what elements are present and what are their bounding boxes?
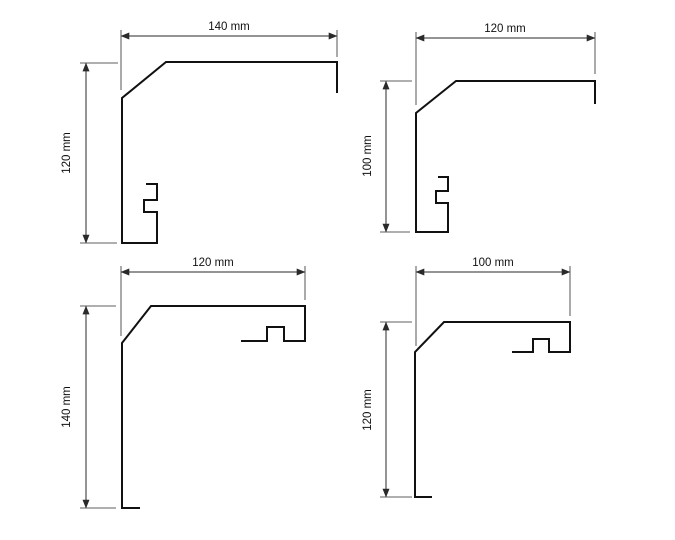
height-dimension-bottom-right: 120 mm: [362, 321, 412, 498]
width-dimension-label: 120 mm: [484, 23, 526, 35]
panel-top-left: 140 mm 120 mm: [61, 21, 338, 244]
height-dimension-top-right: 100 mm: [362, 80, 412, 233]
width-dimension-bottom-left: 120 mm: [120, 257, 306, 336]
profile-outline-top-left: [121, 61, 338, 244]
width-dimension-label: 120 mm: [192, 257, 234, 269]
width-dimension-top-left: 140 mm: [120, 21, 338, 90]
width-dimension-bottom-right: 100 mm: [415, 257, 571, 346]
profile-outline-bottom-left: [121, 305, 306, 509]
height-dimension-label: 120 mm: [362, 389, 374, 431]
height-dimension-top-left: 120 mm: [61, 62, 118, 244]
panel-bottom-left: 120 mm 140 mm: [61, 257, 306, 509]
width-dimension-top-right: 120 mm: [415, 23, 596, 105]
panel-top-right: 120 mm 100 mm: [362, 23, 596, 233]
height-dimension-label: 100 mm: [362, 135, 374, 177]
width-dimension-label: 100 mm: [472, 257, 514, 269]
height-dimension-label: 140 mm: [61, 386, 73, 428]
panel-bottom-right: 100 mm 120 mm: [362, 257, 571, 498]
profile-outline-bottom-right: [414, 321, 571, 498]
height-dimension-bottom-left: 140 mm: [61, 305, 116, 509]
profile-outline-top-right: [415, 80, 596, 233]
width-dimension-label: 140 mm: [208, 21, 250, 33]
height-dimension-label: 120 mm: [61, 132, 73, 174]
